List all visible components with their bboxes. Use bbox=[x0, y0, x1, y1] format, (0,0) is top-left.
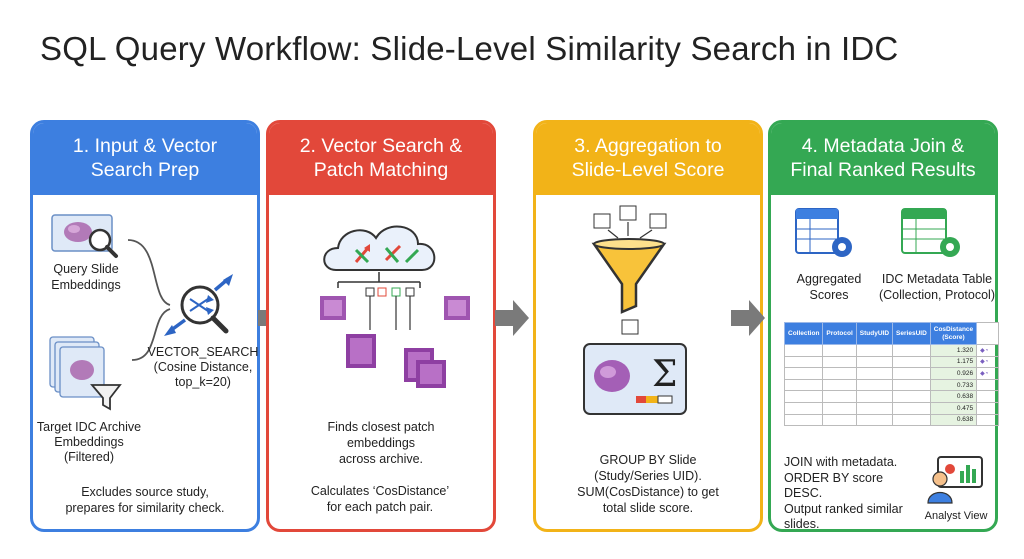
slide-thumb-icon: ◆◔ bbox=[976, 367, 1000, 380]
panel1-footer: Excludes source study, prepares for simi… bbox=[65, 485, 225, 515]
table-cell bbox=[783, 401, 824, 415]
table-cell bbox=[892, 378, 931, 392]
archive-embeddings-label: Target IDC Archive Embeddings (Filtered) bbox=[36, 420, 142, 464]
svg-text:Σ: Σ bbox=[652, 354, 677, 395]
vector-search-icon bbox=[164, 274, 233, 336]
table-cell bbox=[783, 355, 824, 369]
slide-thumb-icon bbox=[976, 378, 1000, 392]
score-cell: 0.733 bbox=[929, 378, 978, 392]
panel-heading: 1. Input & Vector Search Prep bbox=[33, 123, 257, 195]
col-protocol: Protocol bbox=[822, 322, 857, 345]
panel2-text2: Calculates ‘CosDistance’ for each patch … bbox=[310, 484, 450, 514]
table-cell bbox=[783, 367, 824, 380]
panel4-text: JOIN with metadata. ORDER BY score DESC.… bbox=[784, 455, 903, 531]
aggregated-scores-table-icon bbox=[795, 208, 852, 257]
table-cell bbox=[892, 344, 931, 357]
score-cell: 0.926 bbox=[929, 367, 978, 380]
vector-search-label: VECTOR_SEARCH (Cosine Distance, top_k=20… bbox=[147, 345, 259, 389]
table-header-row: Collection Protocol StudyUID SeriesUID C… bbox=[783, 322, 1000, 345]
table-row: 1.175◆◔ bbox=[783, 355, 1000, 369]
table-cell bbox=[855, 413, 894, 427]
table-cell bbox=[855, 367, 894, 380]
table-cell bbox=[822, 344, 857, 357]
cloud-icon bbox=[323, 225, 436, 271]
col-seriesuid: SeriesUID bbox=[892, 322, 931, 345]
flow-arrow-2 bbox=[495, 300, 529, 336]
score-chips bbox=[593, 205, 667, 239]
panel3-text: GROUP BY Slide (Study/Series UID). SUM(C… bbox=[577, 453, 719, 515]
slide-thumb-icon: ◆◔ bbox=[976, 344, 1000, 357]
results-table: Collection Protocol StudyUID SeriesUID C… bbox=[783, 322, 1000, 427]
table-cell bbox=[783, 390, 824, 403]
panel-aggregation: 3. Aggregation to Slide-Level Score bbox=[533, 120, 763, 532]
score-cell: 0.475 bbox=[929, 401, 978, 415]
panel-heading: 4. Metadata Join & Final Ranked Results bbox=[771, 123, 995, 195]
query-embeddings-label: Query Slide Embeddings bbox=[51, 262, 121, 292]
table-cell bbox=[822, 413, 857, 427]
score-cell: 0.638 bbox=[929, 413, 978, 427]
panel-heading: 3. Aggregation to Slide-Level Score bbox=[536, 123, 760, 195]
slide-sum-icon: Σ bbox=[583, 343, 687, 415]
table-cell bbox=[892, 401, 931, 415]
funnel-icon bbox=[591, 238, 667, 314]
score-cell: 0.638 bbox=[929, 390, 978, 403]
col-studyuid: StudyUID bbox=[855, 322, 894, 345]
archive-slides-icon bbox=[49, 336, 105, 398]
score-cell: 1.320 bbox=[929, 344, 978, 357]
panel-vector-search: 2. Vector Search & Patch Matching bbox=[266, 120, 496, 532]
patch-tiles bbox=[320, 287, 470, 388]
idc-metadata-label: IDC Metadata Table (Collection, Protocol… bbox=[878, 272, 995, 302]
analyst-view-label: Analyst View bbox=[924, 510, 988, 522]
table-cell bbox=[892, 355, 931, 369]
col-collection: Collection bbox=[783, 322, 824, 345]
table-cell bbox=[783, 413, 824, 427]
slide-thumb-icon: ◆◔ bbox=[976, 355, 1000, 369]
slide-thumb-icon bbox=[976, 413, 1000, 427]
table-cell bbox=[855, 401, 894, 415]
panel-heading: 2. Vector Search & Patch Matching bbox=[269, 123, 493, 195]
table-cell bbox=[783, 378, 824, 392]
idc-metadata-table-icon bbox=[901, 208, 960, 257]
table-cell bbox=[822, 390, 857, 403]
table-cell bbox=[822, 355, 857, 369]
filter-icon bbox=[90, 384, 122, 411]
table-row: 0.638 bbox=[783, 390, 1000, 403]
table-row: 0.638 bbox=[783, 413, 1000, 427]
flow-arrow-3 bbox=[731, 300, 765, 336]
slide-thumb-icon bbox=[976, 401, 1000, 415]
aggregated-scores-label: Aggregated Scores bbox=[796, 272, 862, 302]
table-cell bbox=[892, 390, 931, 403]
panel2-text1: Finds closest patch embeddings across ar… bbox=[327, 420, 435, 466]
aggregation-illustration: Σ bbox=[583, 205, 687, 415]
table-cell bbox=[855, 378, 894, 392]
table-cell bbox=[855, 355, 894, 369]
table-cell bbox=[855, 344, 894, 357]
col-score: CosDistance (Score) bbox=[929, 322, 978, 345]
vector-search-illustration bbox=[320, 225, 470, 388]
metadata-icons bbox=[795, 208, 960, 257]
input-prep-illustration bbox=[49, 214, 233, 411]
table-row: 0.733 bbox=[783, 378, 1000, 392]
table-cell bbox=[892, 367, 931, 380]
table-row: 0.926◆◔ bbox=[783, 367, 1000, 380]
table-cell bbox=[855, 390, 894, 403]
magnifier-icon bbox=[88, 228, 118, 258]
table-cell bbox=[822, 367, 857, 380]
table-cell bbox=[892, 413, 931, 427]
slide-thumb-icon bbox=[976, 390, 1000, 403]
chip-below bbox=[621, 319, 639, 335]
table-row: 0.475 bbox=[783, 401, 1000, 415]
score-cell: 1.175 bbox=[929, 355, 978, 369]
table-cell bbox=[822, 378, 857, 392]
table-cell bbox=[783, 344, 824, 357]
analyst-icon bbox=[927, 456, 983, 504]
table-cell bbox=[822, 401, 857, 415]
table-row: 1.320◆◔ bbox=[783, 344, 1000, 357]
page-title: SQL Query Workflow: Slide-Level Similari… bbox=[40, 30, 899, 67]
